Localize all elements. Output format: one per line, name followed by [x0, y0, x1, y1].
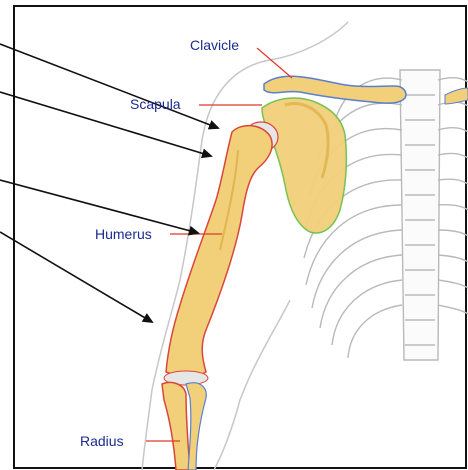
radius-label: Radius	[80, 433, 124, 449]
humerus-label: Humerus	[95, 226, 152, 242]
scapula-label: Scapula	[130, 96, 181, 112]
clavicle-label: Clavicle	[190, 37, 239, 53]
